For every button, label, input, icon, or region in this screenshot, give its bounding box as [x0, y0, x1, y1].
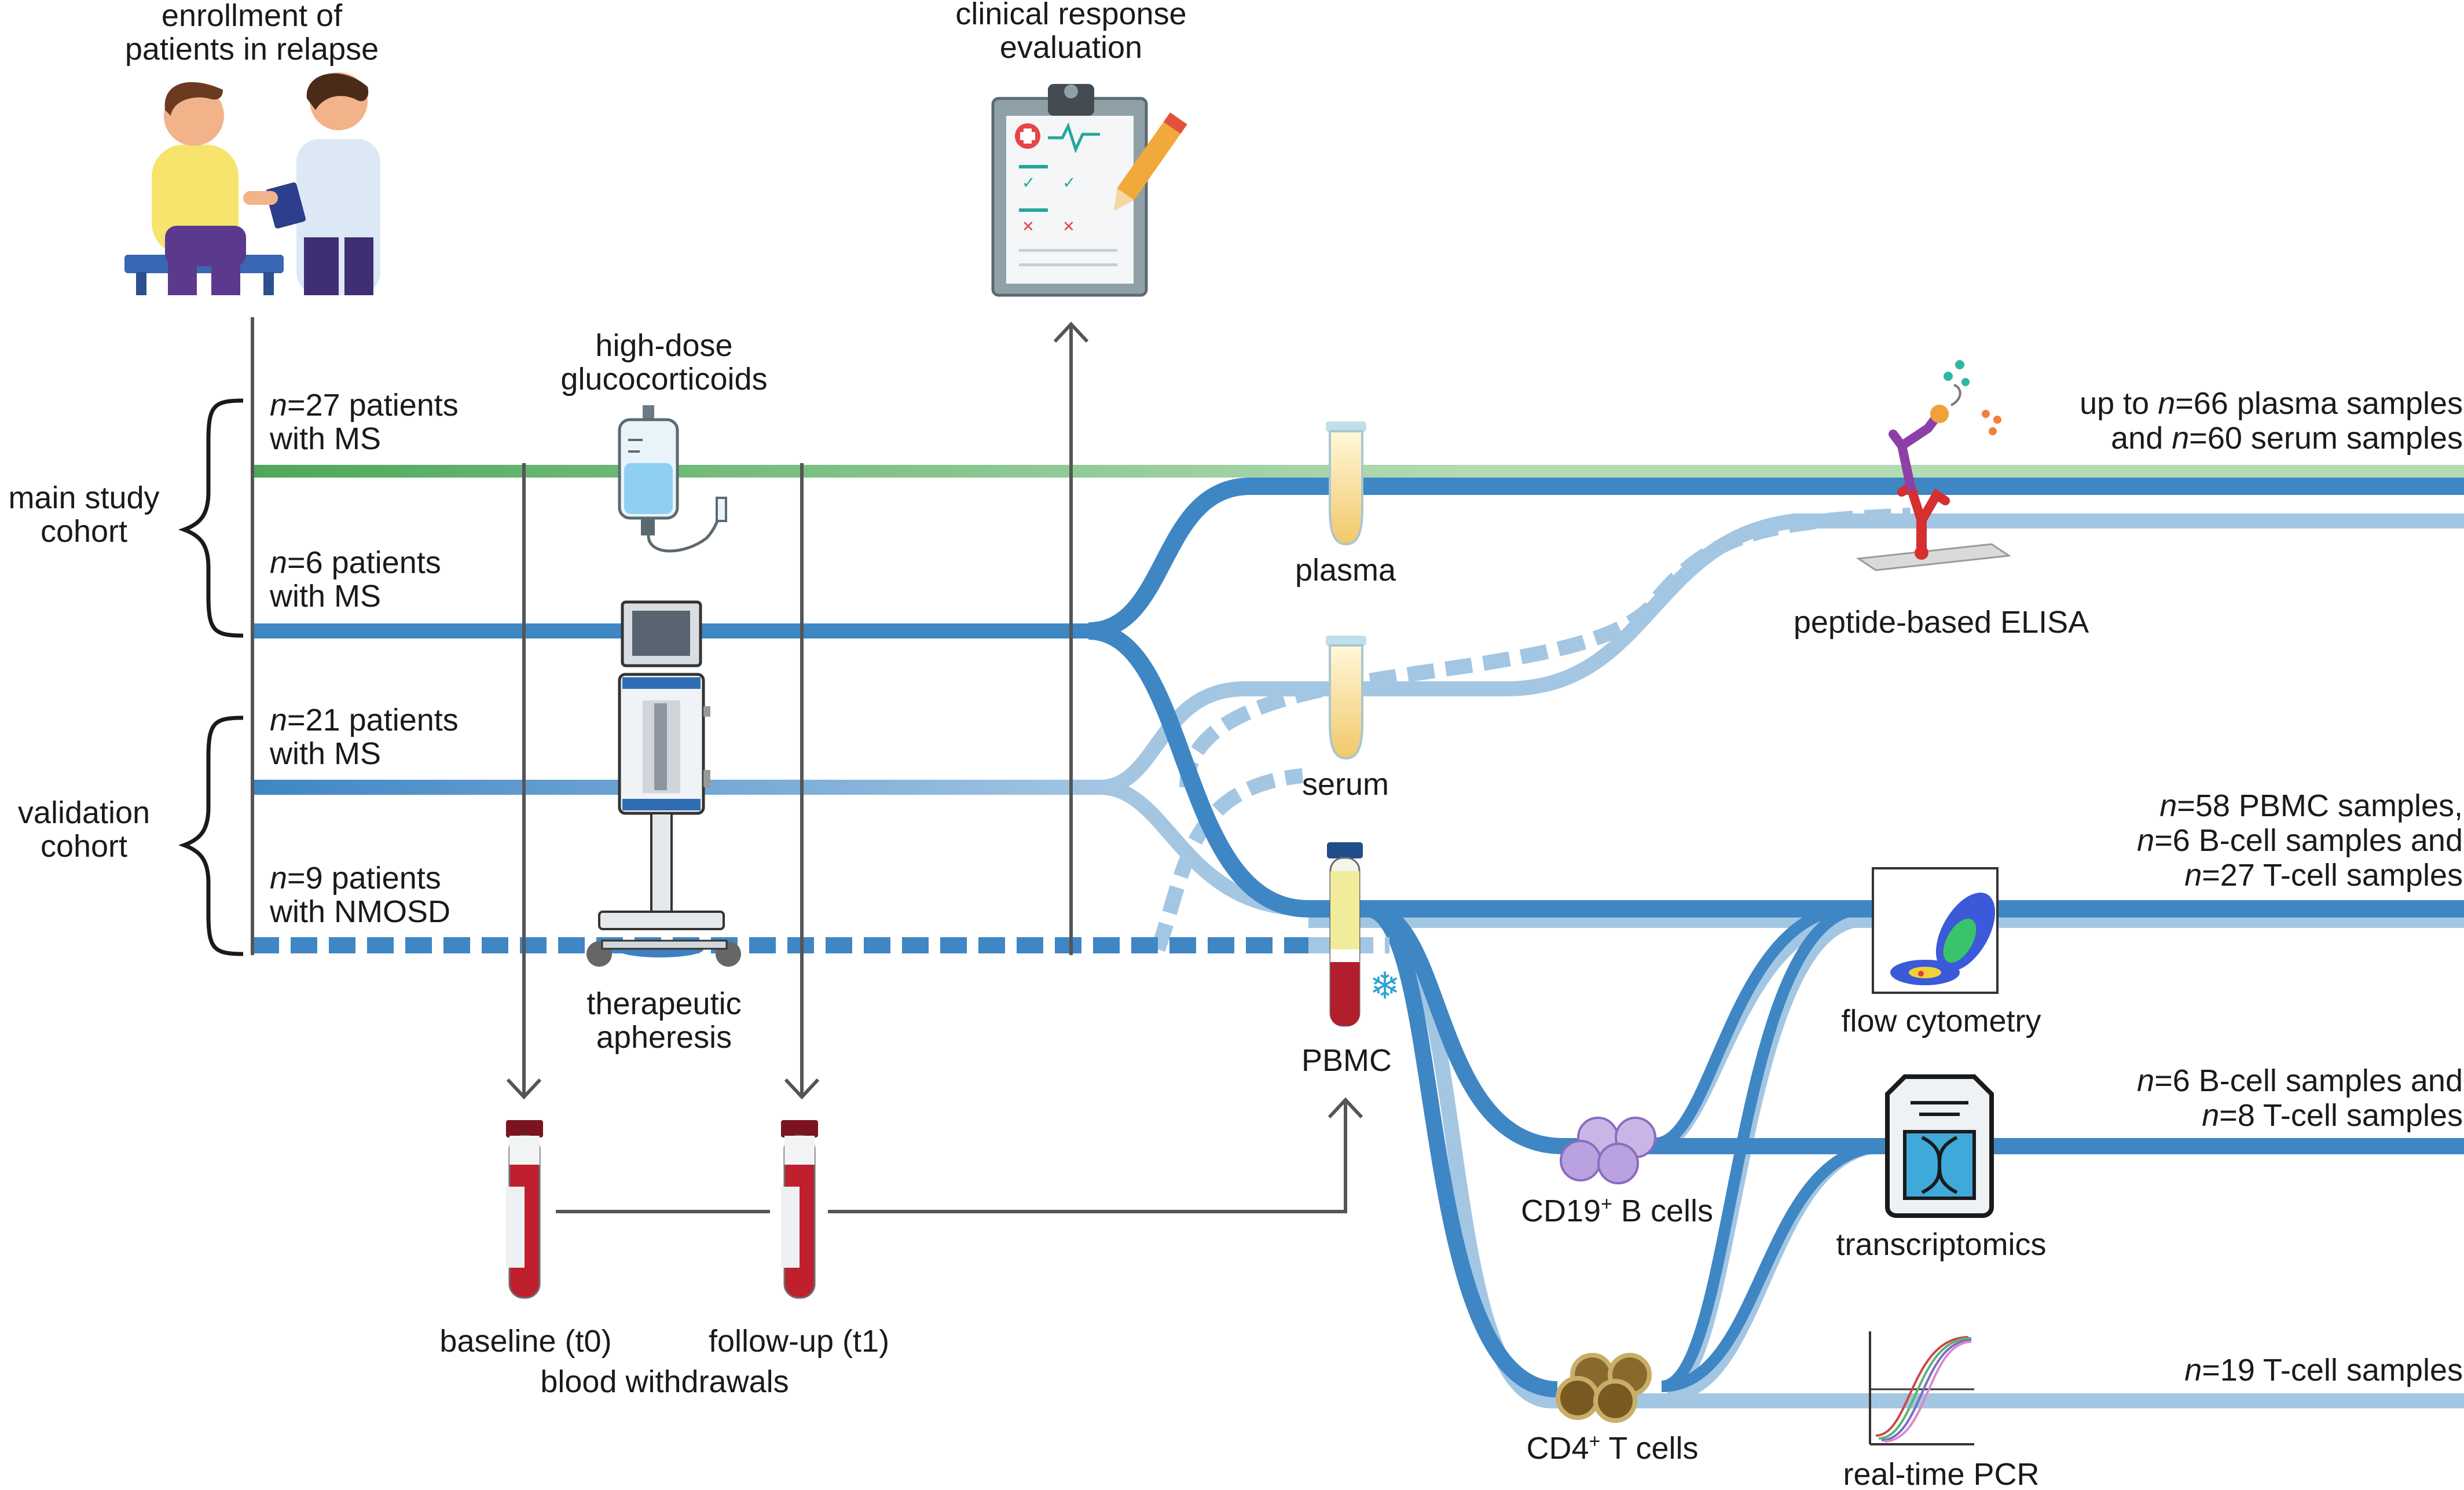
pbmc-to-tcells [1365, 901, 1558, 1397]
pbmc-label: PBMC [1301, 1043, 1392, 1078]
clinical-label-line1: clinical response [955, 0, 1186, 31]
tcells-label: CD4+ T cells [1527, 1430, 1699, 1466]
tcells-to-flow [1660, 903, 1865, 1392]
followup-tube-icon [781, 1120, 818, 1299]
main-ms6-to-pbmc [1088, 622, 2464, 918]
group-nmosd9-count: n=9 patients [270, 861, 441, 896]
timeline-arrows [251, 317, 1363, 1213]
main-cohort-label-line2: cohort [41, 514, 127, 549]
main-cohort-brace [178, 398, 244, 638]
followup-label: follow-up (t1) [709, 1324, 889, 1359]
transcriptomics-icon [1885, 1074, 1994, 1218]
group-ms6-desc: with MS [269, 579, 381, 614]
flow-label: flow cytometry [1841, 1004, 2041, 1038]
apheresis-machine-icon [586, 600, 741, 967]
main-ms6-to-plasma [1088, 478, 2464, 640]
svg-text:✓: ✓ [1022, 173, 1035, 192]
flow-output-line3: n=27 T-cell samples [2184, 858, 2463, 893]
clinical-label-line2: evaluation [1000, 30, 1142, 65]
flow-output-line2: n=6 B-cell samples and [2137, 823, 2463, 858]
tcell-to-flow-light [1666, 914, 1865, 1396]
withdrawals-caption: blood withdrawals [540, 1364, 789, 1399]
plasma-label: plasma [1295, 553, 1396, 588]
tcells-icon [1556, 1353, 1652, 1423]
bcells-icon [1560, 1117, 1656, 1184]
tcells-to-transcriptomics [1661, 1140, 1888, 1392]
glucocorticoids-label-line1: high-dose [595, 328, 732, 363]
pcr-label: real-time PCR [1843, 1457, 2039, 1490]
serum-label: serum [1302, 767, 1389, 802]
group-ms27-count: n=27 patients [270, 388, 459, 423]
bcells-label: CD19+ B cells [1521, 1193, 1713, 1228]
transcriptomics-output-line1: n=6 B-cell samples and [2137, 1063, 2463, 1098]
group-nmosd9-desc: with NMOSD [269, 894, 450, 929]
serum-flow-line [1099, 513, 2464, 795]
baseline-tube-icon [506, 1120, 543, 1299]
enrollment-label-line1: enrollment of [162, 0, 343, 33]
snowflake-icon: ❄ [1369, 965, 1400, 1008]
group-ms21-desc: with MS [269, 736, 381, 771]
plasma-serum-output-line1: up to n=66 plasma samples [2080, 386, 2463, 421]
enrollment-label-line2: patients in relapse [125, 32, 379, 67]
apheresis-label-line2: apheresis [596, 1020, 732, 1055]
elisa-label: peptide-based ELISA [1794, 605, 2089, 640]
clipboard-icon: ✓ ✓ ✕ ✕ [991, 84, 1187, 297]
elisa-icon [1856, 360, 2012, 571]
baseline-label: baseline (t0) [439, 1324, 611, 1359]
glucocorticoids-label-line2: glucocorticoids [560, 362, 767, 397]
pbmc-tube-icon [1327, 842, 1363, 1027]
svg-text:✓: ✓ [1062, 173, 1076, 192]
serum-elisa-dashed [1179, 508, 1911, 788]
pcr-output-line1: n=19 T-cell samples [2184, 1353, 2463, 1388]
group-ms27-desc: with MS [269, 421, 381, 456]
svg-text:✕: ✕ [1062, 218, 1075, 236]
labels: enrollment of patients in relapse clinic… [8, 0, 2463, 1490]
plasma-serum-output-line2: and n=60 serum samples [2111, 421, 2463, 456]
svg-text:✕: ✕ [1022, 218, 1035, 236]
validation-cohort-label-line1: validation [18, 795, 150, 830]
nmosd-serum-dashed [1150, 768, 1304, 952]
apheresis-label-line1: therapeutic [586, 986, 741, 1021]
group-ms6-count: n=6 patients [270, 545, 441, 580]
flow-cytometry-icon [1872, 867, 1999, 994]
cohort-flow-lines [252, 465, 2464, 1408]
main-cohort-label-line1: main study [8, 480, 159, 515]
group-ms21-count: n=21 patients [270, 703, 459, 737]
validation-cohort-brace [178, 715, 244, 956]
flow-output-line1: n=58 PBMC samples, [2159, 788, 2463, 823]
pbmc-arrow [828, 1100, 1347, 1213]
transcriptomics-label: transcriptomics [1836, 1227, 2046, 1262]
transcriptomics-output-line2: n=8 T-cell samples [2202, 1098, 2463, 1133]
serum-tube-icon [1326, 636, 1366, 760]
validation-cohort-label-line2: cohort [41, 829, 127, 864]
iv-bag-icon [618, 405, 727, 553]
pcr-icon [1869, 1331, 1974, 1445]
bcells-to-flow [1655, 903, 1853, 1149]
patient-doctor-icon [124, 72, 380, 295]
plasma-tube-icon [1326, 421, 1366, 546]
